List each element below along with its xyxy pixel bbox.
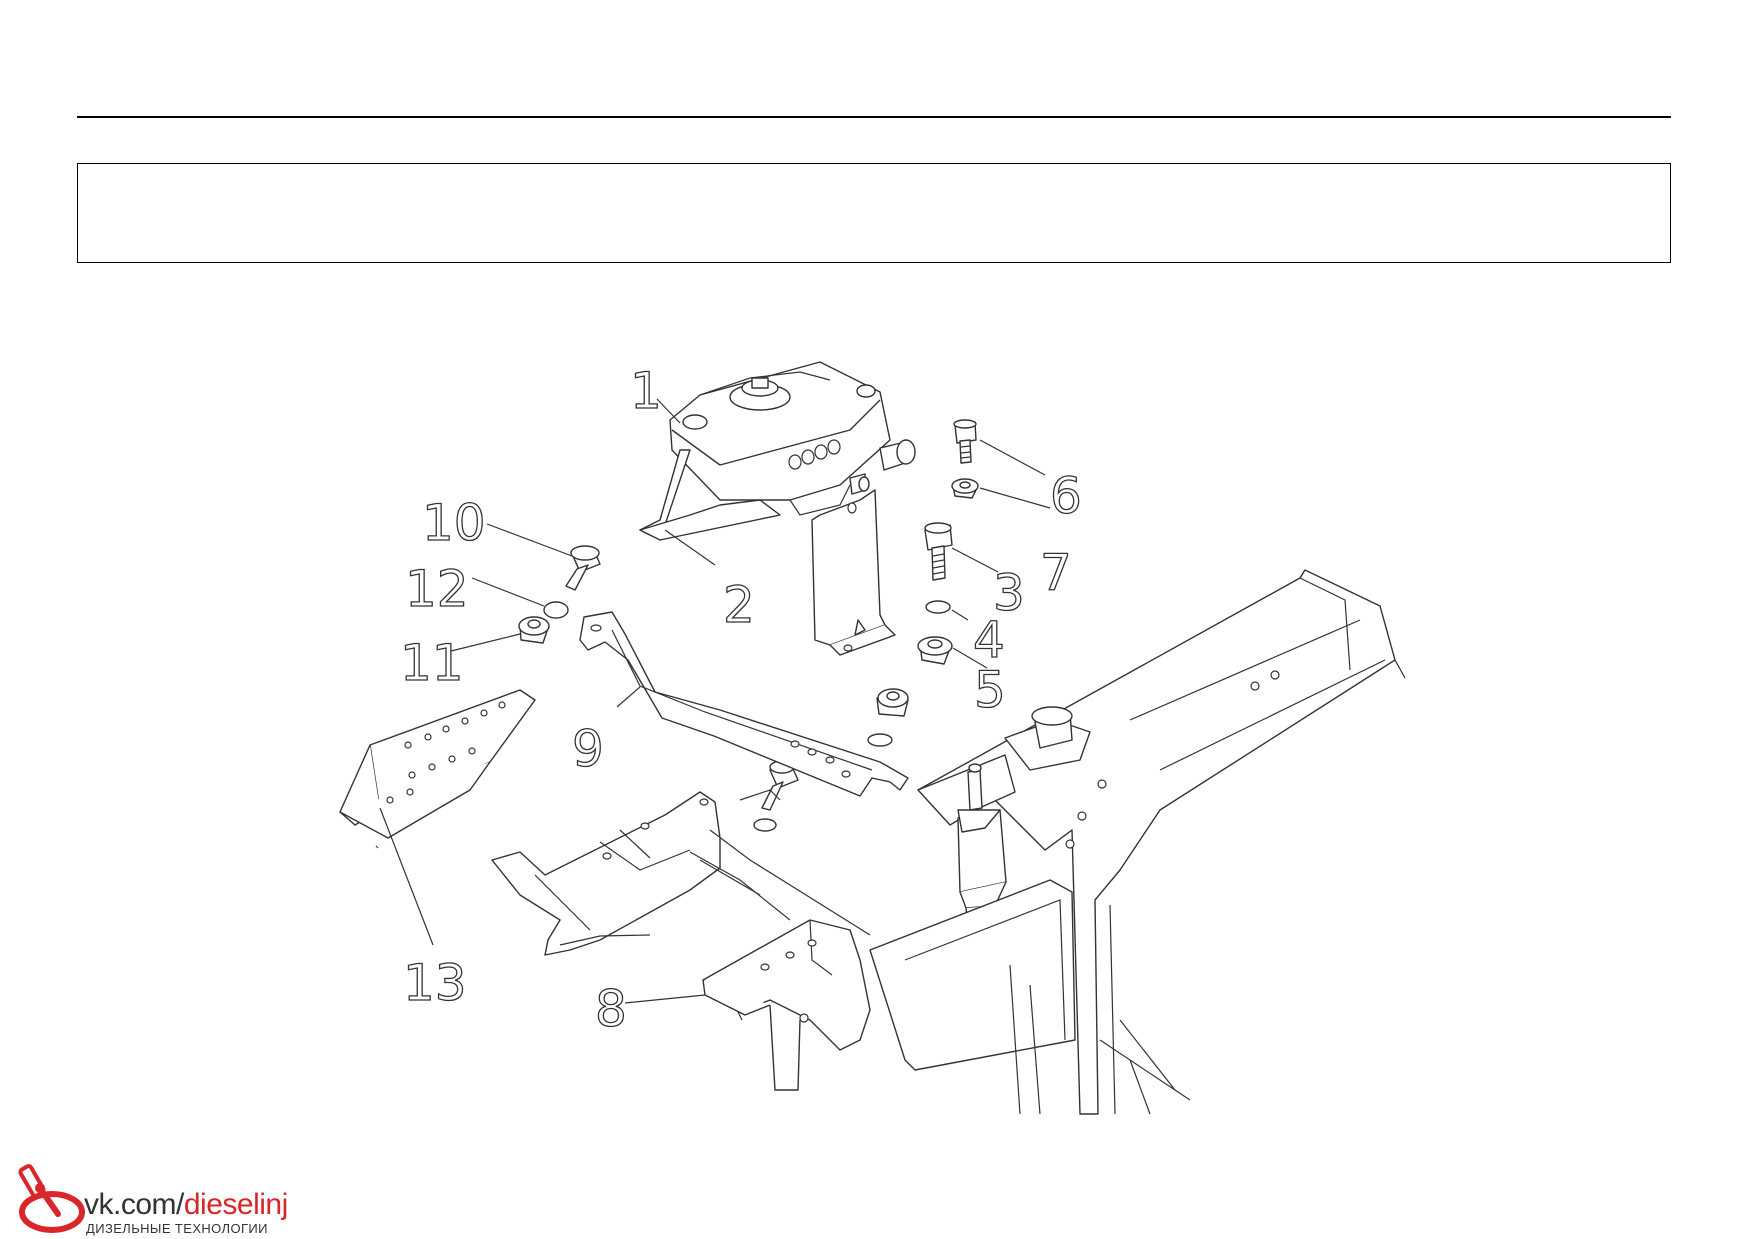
callout-8: 8 xyxy=(595,980,627,1038)
callout-10: 10 xyxy=(422,494,486,552)
lower-bracket-8 xyxy=(702,919,871,1091)
callout-5: 5 xyxy=(974,661,1006,719)
watermark-logo xyxy=(18,1160,308,1234)
callout-7: 7 xyxy=(1040,544,1072,602)
callout-3: 3 xyxy=(993,564,1025,622)
injector-icon xyxy=(18,1164,85,1233)
bolt-3 xyxy=(924,522,953,581)
bolt-6 xyxy=(953,419,977,464)
washer-4 xyxy=(925,600,951,614)
washer-12 xyxy=(543,601,569,619)
callout-2: 2 xyxy=(723,576,755,634)
expansion-tank xyxy=(669,361,916,516)
logo-url-prefix: vk.com/ xyxy=(84,1188,184,1221)
frame-rail-lower xyxy=(869,879,1191,1115)
washer-lower xyxy=(867,733,893,747)
callout-12: 12 xyxy=(405,560,469,618)
callout-11: 11 xyxy=(400,634,464,692)
tank-bracket xyxy=(639,449,896,656)
callout-9: 9 xyxy=(572,720,604,778)
leader-lines xyxy=(379,398,1051,1004)
bolt-10 xyxy=(565,545,601,591)
callout-4: 4 xyxy=(973,611,1005,669)
washer-bolt xyxy=(753,818,777,832)
logo-url: vk.com/dieselinj xyxy=(84,1188,288,1222)
bushing-lower xyxy=(876,688,909,717)
bushing-7 xyxy=(951,478,979,499)
lower-crossmember xyxy=(491,789,871,956)
angle-bracket-13 xyxy=(339,689,536,849)
callout-6: 6 xyxy=(1050,467,1082,525)
chassis-frame xyxy=(917,569,1406,1115)
callout-13: 13 xyxy=(403,954,467,1012)
logo-subtitle: ДИЗЕЛЬНЫЕ ТЕХНОЛОГИИ xyxy=(86,1221,268,1236)
top-rule xyxy=(77,116,1671,118)
callout-labels: 1 2 3 4 5 6 7 8 9 10 11 12 13 xyxy=(399,361,1082,1038)
callout-1: 1 xyxy=(630,362,662,420)
title-banner xyxy=(77,163,1671,263)
bushing-5 xyxy=(917,636,953,665)
mount-plate xyxy=(917,706,1091,826)
support-arm-9 xyxy=(579,611,909,797)
bushing-11 xyxy=(518,616,550,644)
logo-url-accent: dieselinj xyxy=(183,1188,288,1221)
